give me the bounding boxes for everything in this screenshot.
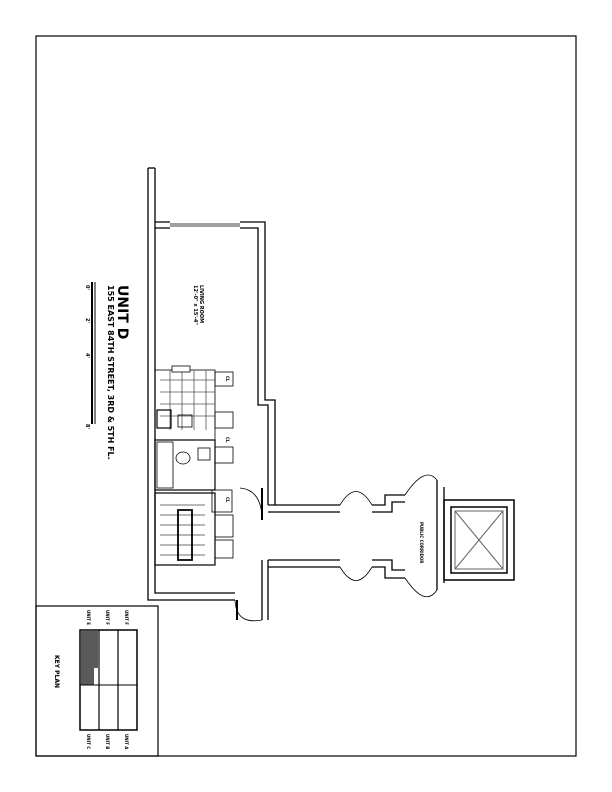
scale-tick: 8' (84, 424, 90, 429)
corridor-name: PUBLIC CORRIDOR (419, 522, 424, 563)
closet-label: CL (225, 437, 230, 443)
scale-tick: 2' (84, 318, 90, 323)
key-unit-label: UNIT A (124, 734, 129, 750)
key-plan: KEY PLAN UNIT E UNIT F UNIT F UNIT C UNI… (35, 605, 159, 757)
living-room-dimensions: 12'-0" x 15'-4" (192, 285, 198, 325)
elevator (443, 499, 515, 581)
address-text: 155 EAST 84TH STREET, 3RD & 5TH FL. (106, 285, 115, 460)
closet-label: CL (225, 497, 230, 503)
interior-fixtures (154, 365, 234, 566)
living-room-label: LIVING ROOM 12'-0" x 15'-4" (192, 285, 204, 325)
key-plan-highlight (81, 631, 98, 685)
scale-tick: 0' (84, 285, 90, 290)
scale-tick: 4' (84, 353, 90, 358)
key-unit-label: UNIT F (124, 610, 129, 625)
scale-bar: 0' 2' 4' 8' (84, 282, 96, 429)
key-unit-label: UNIT C (86, 734, 91, 749)
key-unit-label: UNIT F (105, 610, 110, 625)
doors (234, 474, 438, 622)
living-room-name: LIVING ROOM (198, 285, 204, 323)
key-unit-label: UNIT B (105, 734, 110, 749)
unit-title: UNIT D (114, 285, 130, 339)
key-plan-title: KEY PLAN (53, 655, 60, 688)
closet-label: CL (225, 376, 230, 382)
key-unit-label: UNIT E (86, 610, 91, 625)
title-block: UNIT D 155 EAST 84TH STREET, 3RD & 5TH F… (106, 285, 130, 460)
corridor-label: PUBLIC CORRIDOR (419, 522, 424, 563)
unit-walls (147, 167, 445, 620)
sheet-border (35, 35, 577, 757)
